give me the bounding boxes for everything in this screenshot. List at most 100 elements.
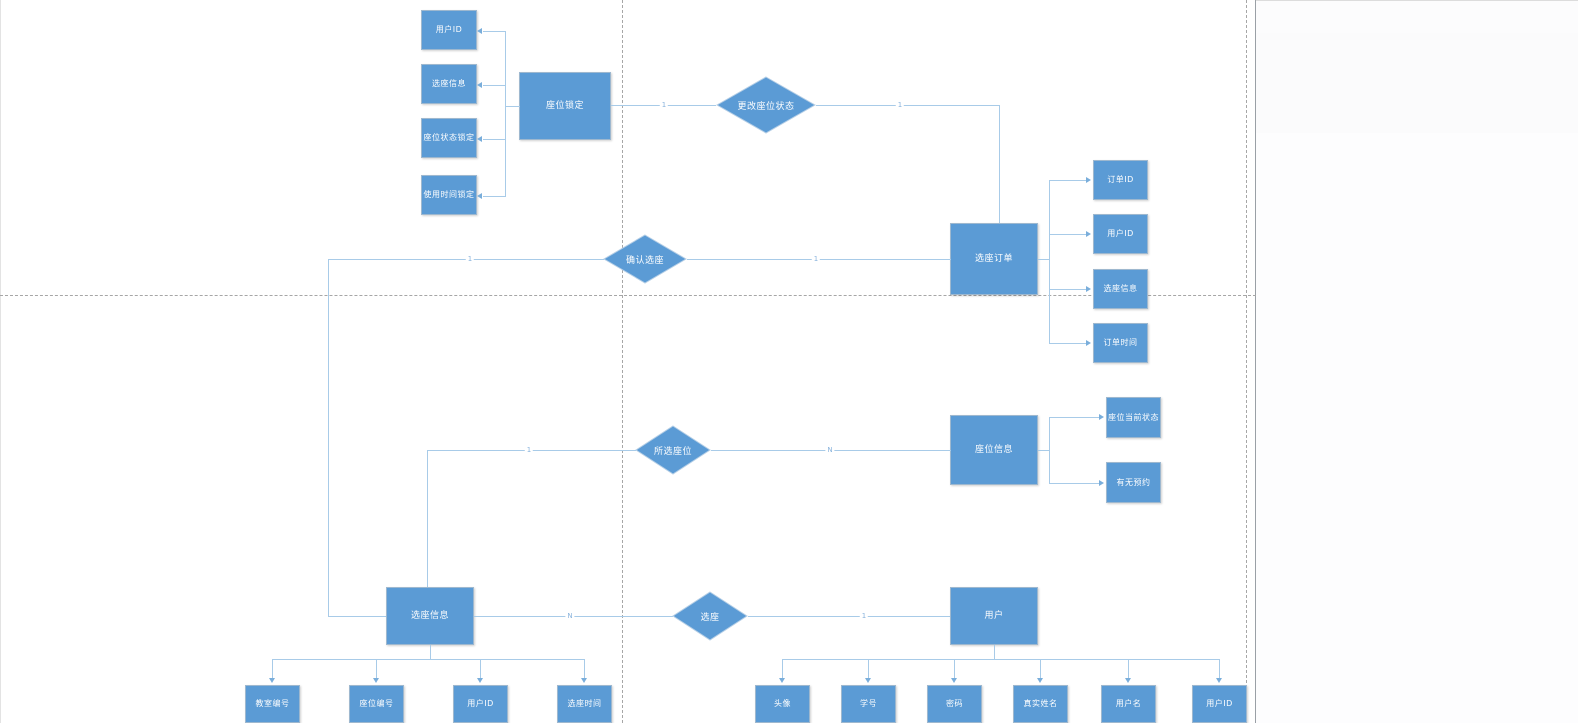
attribute-seat-lock-time-lock[interactable]: 使用时间锁定: [421, 175, 477, 215]
attribute-label: 订单时间: [1103, 338, 1138, 348]
connector: [483, 139, 506, 140]
arrow-icon: [477, 678, 483, 683]
cardinality-label: 1: [465, 255, 475, 263]
arrow-icon: [477, 136, 482, 142]
connector: [1049, 234, 1087, 235]
entity-label: 座位信息: [974, 444, 1013, 455]
entity-label: 选座订单: [974, 253, 1013, 264]
arrow-icon: [477, 193, 482, 199]
connector: [1049, 417, 1050, 483]
arrow-icon: [1086, 177, 1091, 183]
page-break-vertical-right: [1246, 0, 1247, 723]
arrow-icon: [1125, 678, 1131, 683]
relationship-label: 确认选座: [625, 255, 664, 266]
arrow-icon: [1086, 340, 1091, 346]
attribute-avatar[interactable]: 头像: [755, 685, 810, 723]
relationship-label: 所选座位: [653, 446, 692, 457]
connector: [782, 659, 1220, 660]
attribute-label: 用户ID: [1107, 229, 1134, 239]
attribute-label: 有无预约: [1116, 477, 1151, 487]
attribute-order-time[interactable]: 订单时间: [1093, 323, 1148, 363]
cardinality-label: N: [565, 612, 575, 620]
connector: [427, 450, 428, 587]
connector: [782, 659, 783, 679]
arrow-icon: [951, 678, 957, 683]
attribute-choose-time[interactable]: 选座时间: [557, 685, 612, 723]
connector: [1128, 659, 1129, 679]
arrow-icon: [1037, 678, 1043, 683]
attribute-has-reservation[interactable]: 有无预约: [1106, 462, 1161, 503]
attribute-seat-lock-choose-info[interactable]: 选座信息: [421, 64, 477, 104]
entity-seat-info[interactable]: 座位信息: [950, 415, 1038, 485]
attribute-username[interactable]: 用户名: [1101, 685, 1156, 723]
arrow-icon: [1086, 286, 1091, 292]
entity-seat-lock[interactable]: 座位锁定: [519, 72, 611, 140]
attribute-label: 头像: [774, 699, 791, 709]
entity-label: 座位锁定: [545, 100, 584, 111]
attribute-real-name[interactable]: 真实姓名: [1013, 685, 1068, 723]
attribute-label: 教室编号: [255, 699, 290, 709]
entity-choose-info[interactable]: 选座信息: [386, 587, 474, 645]
connector: [376, 659, 377, 679]
arrow-icon: [779, 678, 785, 683]
attribute-seat-lock-user-id[interactable]: 用户ID: [421, 10, 477, 50]
connector: [1049, 180, 1050, 344]
connector: [480, 659, 481, 679]
cardinality-label: N: [825, 446, 835, 454]
arrow-icon: [269, 678, 275, 683]
cardinality-label: 1: [524, 446, 534, 454]
entity-label: 用户: [984, 610, 1004, 621]
background-band: [1256, 133, 1578, 723]
relationship-choose-seat[interactable]: 选座: [672, 591, 748, 641]
arrow-icon: [1099, 480, 1104, 486]
connector: [994, 645, 995, 660]
connector: [505, 106, 520, 107]
canvas-left-edge: [0, 0, 1, 723]
connector: [272, 659, 585, 660]
attribute-label: 使用时间锁定: [423, 190, 475, 200]
entity-user[interactable]: 用户: [950, 587, 1038, 645]
entity-seat-order[interactable]: 选座订单: [950, 223, 1038, 295]
connector: [748, 616, 951, 617]
connector: [954, 659, 955, 679]
attribute-order-id[interactable]: 订单ID: [1093, 160, 1148, 200]
connector: [1049, 417, 1100, 418]
attribute-password[interactable]: 密码: [927, 685, 982, 723]
page-break-vertical: [622, 0, 623, 723]
attribute-user-id[interactable]: 用户ID: [1192, 685, 1247, 723]
connector: [483, 85, 506, 86]
background-band: [1256, 33, 1578, 133]
connector: [483, 196, 506, 197]
relationship-change-seat-state[interactable]: 更改座位状态: [716, 76, 816, 134]
connector: [1038, 450, 1050, 451]
attribute-order-user-id[interactable]: 用户ID: [1093, 214, 1148, 254]
relationship-label: 选座: [700, 612, 720, 623]
attribute-label: 用户名: [1115, 699, 1142, 709]
connector: [483, 31, 506, 32]
diamond-icon: [672, 591, 748, 641]
attribute-order-choose-info[interactable]: 选座信息: [1093, 269, 1148, 309]
connector: [272, 659, 273, 679]
attribute-choose-user-id[interactable]: 用户ID: [453, 685, 508, 723]
diagram-canvas[interactable]: 座位锁定 用户ID 选座信息 座位状态锁定 使用时间锁定 1 更改座位状态: [0, 0, 1256, 723]
page-break-horizontal: [0, 295, 1256, 296]
diamond-icon: [603, 234, 687, 284]
attribute-label: 座位状态锁定: [423, 133, 475, 143]
attribute-label: 真实姓名: [1023, 699, 1058, 709]
attribute-classroom-no[interactable]: 教室编号: [245, 685, 300, 723]
connector: [999, 105, 1000, 224]
arrow-icon: [1086, 231, 1091, 237]
relationship-confirm-seat[interactable]: 确认选座: [603, 234, 687, 284]
connector: [1219, 659, 1220, 679]
connector: [505, 31, 506, 196]
attribute-label: 用户ID: [1206, 699, 1233, 709]
arrow-icon: [1216, 678, 1222, 683]
attribute-student-no[interactable]: 学号: [841, 685, 896, 723]
attribute-label: 用户ID: [467, 699, 494, 709]
arrow-icon: [1099, 414, 1104, 420]
attribute-seat-no[interactable]: 座位编号: [349, 685, 404, 723]
attribute-seat-lock-state-lock[interactable]: 座位状态锁定: [421, 118, 477, 158]
relationship-selected-seat[interactable]: 所选座位: [635, 425, 711, 475]
attribute-seat-current-state[interactable]: 座位当前状态: [1106, 397, 1161, 438]
